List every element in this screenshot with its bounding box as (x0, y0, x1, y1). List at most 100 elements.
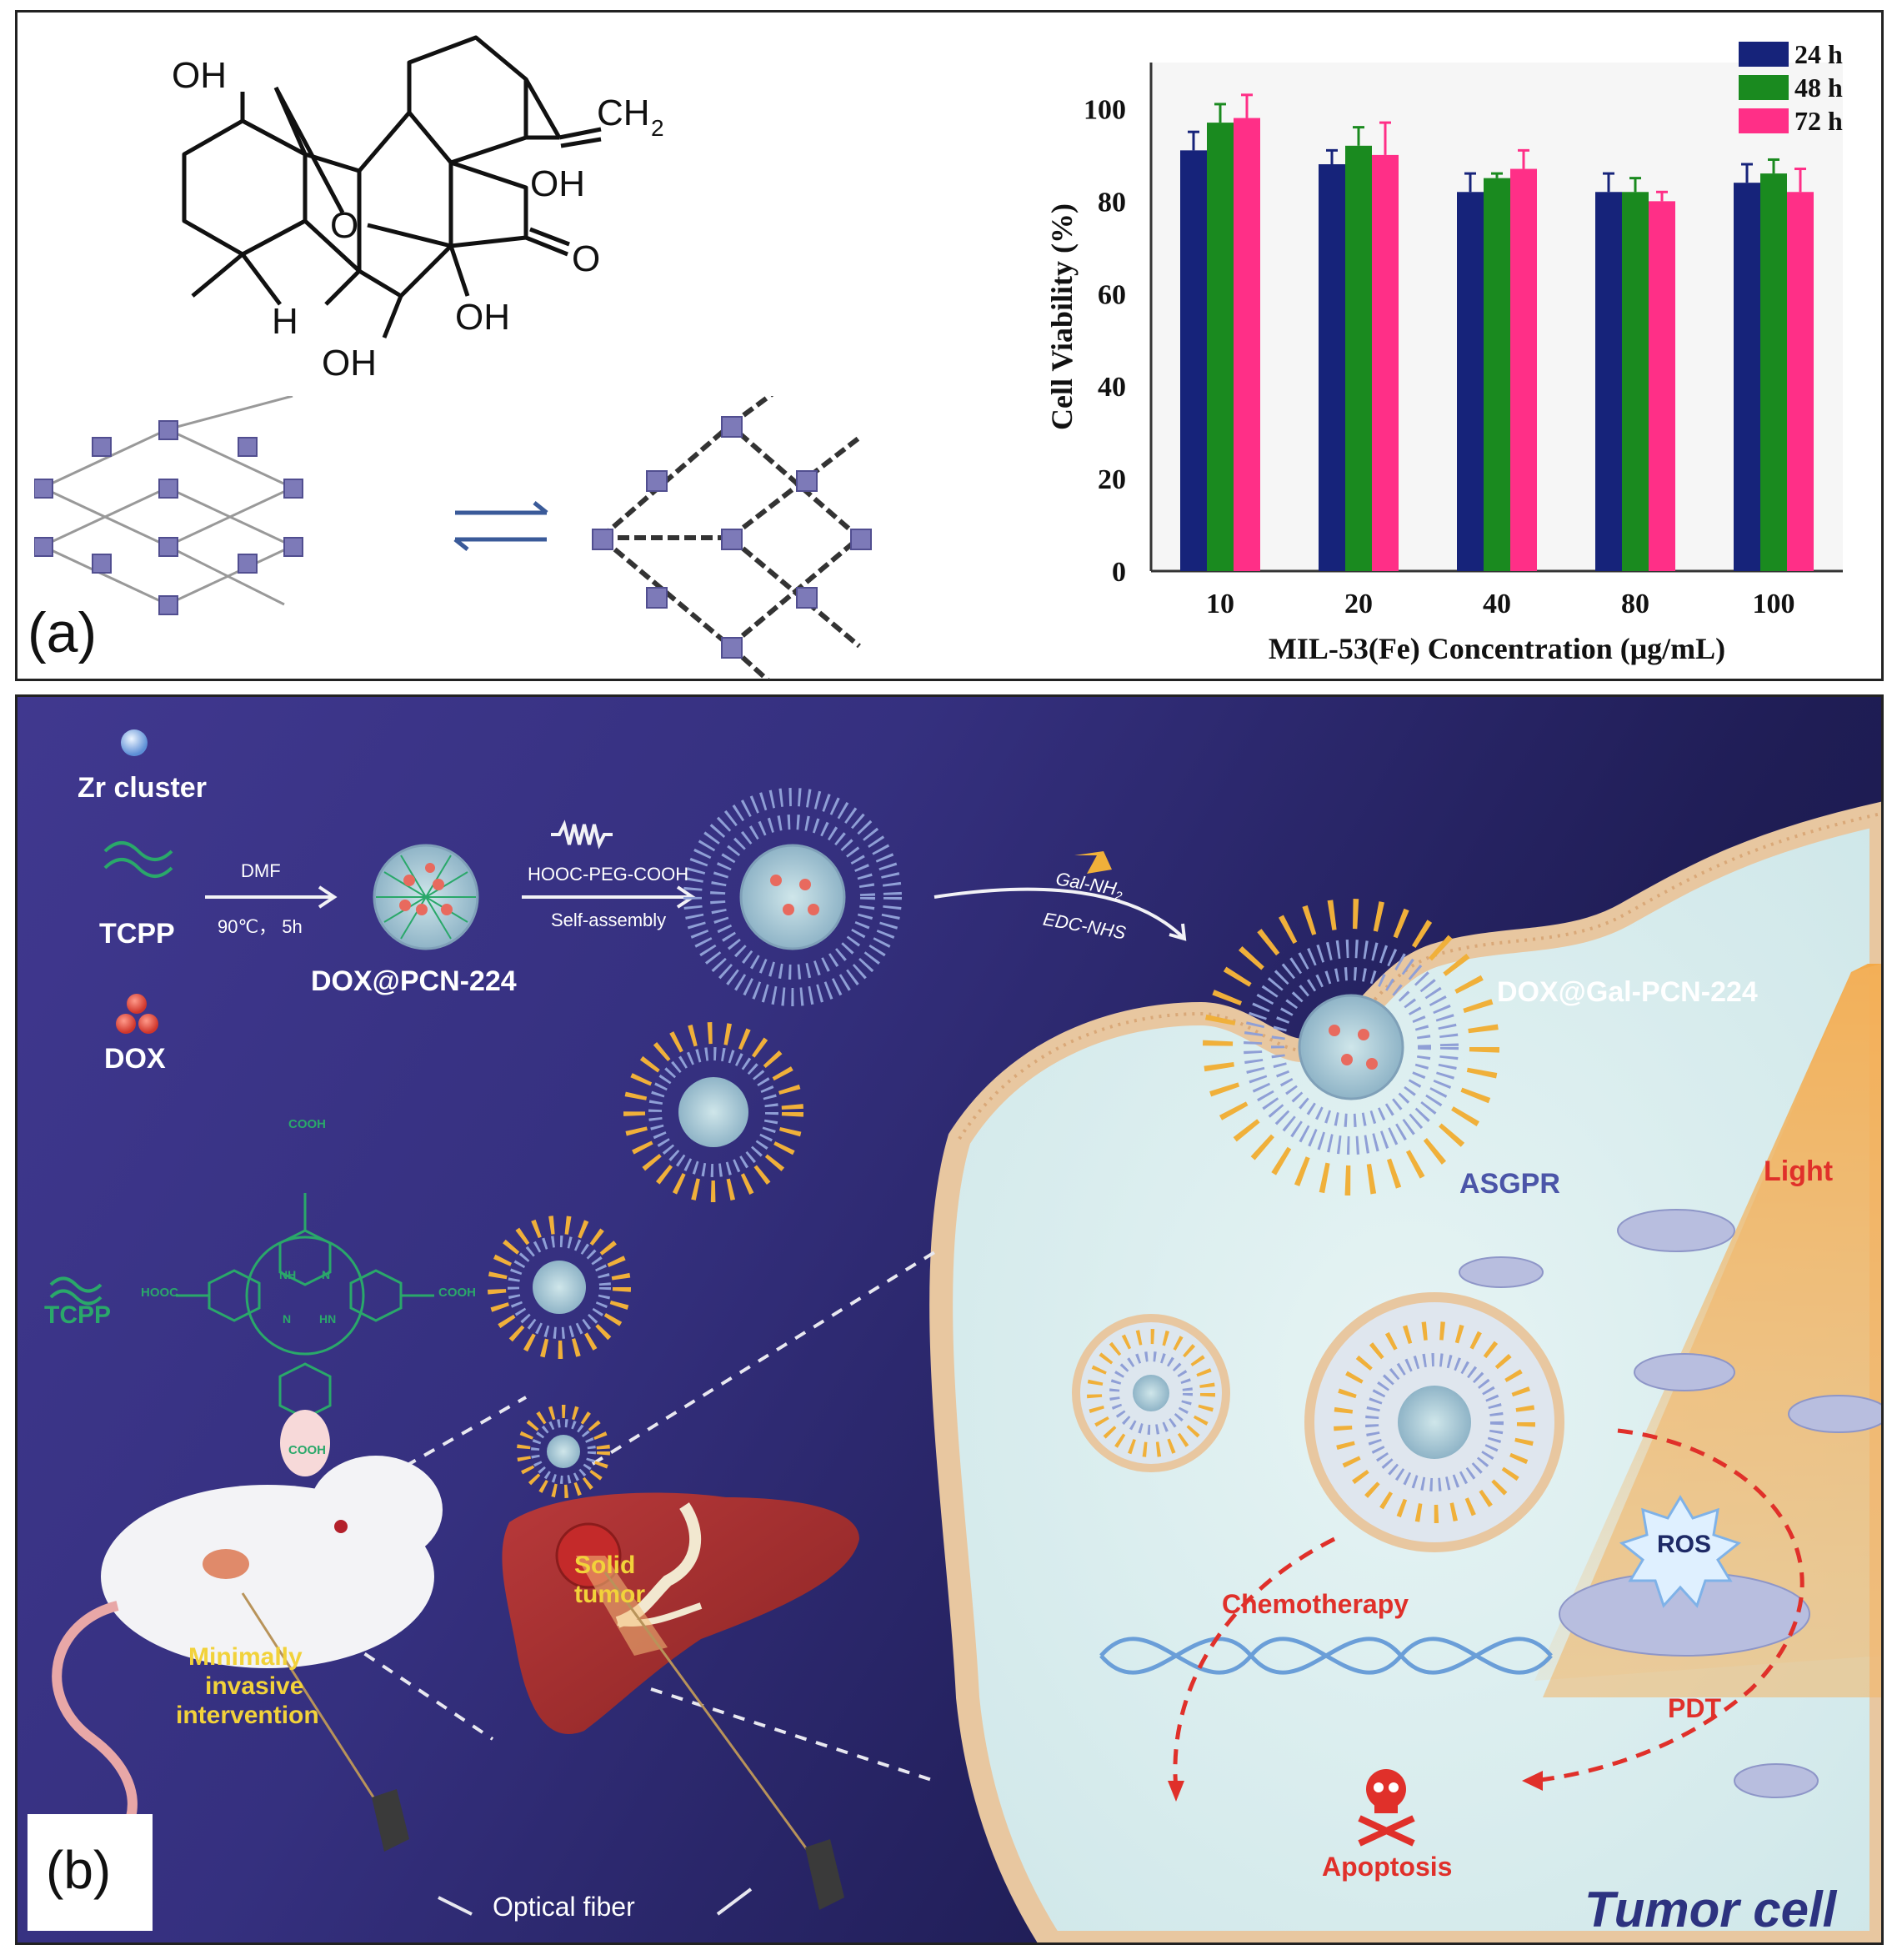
tcpp-label-1: TCPP (99, 918, 175, 950)
equilibrium-arrows (453, 501, 548, 551)
ch2-label: CH (597, 93, 650, 133)
n-label-2: N (283, 1312, 292, 1326)
solid-tumor-label-1: Solid (574, 1551, 636, 1579)
panel-b-illustration (49, 729, 1881, 1942)
x-tick-label: 10 (1206, 589, 1234, 619)
cooh-bottom-label: COOH (288, 1443, 326, 1457)
gal-ligand-icon (1064, 851, 1112, 874)
bar (1345, 145, 1372, 571)
min-invasive-label-3: intervention (176, 1702, 319, 1729)
o-ring-label: O (330, 205, 358, 246)
dox-pcn224-label: DOX@PCN-224 (311, 965, 517, 997)
asgpr-label: ASGPR (1459, 1168, 1560, 1200)
oh-label-top-left: OH (172, 55, 227, 96)
n-label-1: N (322, 1268, 331, 1281)
dox-gal-pcn224-particle (1203, 899, 1499, 1196)
gal-particle-small-1 (623, 1022, 803, 1202)
skull-icon (1358, 1769, 1415, 1847)
bar (1595, 192, 1622, 572)
legend-label: 48 h (1794, 73, 1843, 103)
dox-label: DOX (104, 1043, 166, 1075)
y-tick-label: 100 (1084, 94, 1126, 125)
hn-label: HN (319, 1312, 337, 1326)
optical-fiber-1 (241, 1592, 409, 1852)
legend-label: 24 h (1794, 39, 1843, 69)
bar (1319, 164, 1345, 571)
oh-label-bottom: OH (322, 343, 377, 383)
endosome-particle (1072, 1314, 1230, 1472)
gal-particle-small-3 (517, 1405, 610, 1498)
bar (1622, 192, 1649, 572)
legend-swatch (1739, 75, 1789, 100)
tcpp-label-2: TCPP (44, 1301, 112, 1329)
panel-b-label-box (28, 1814, 153, 1931)
self-assembly-label: Self-assembly (551, 910, 667, 930)
light-label: Light (1764, 1155, 1834, 1187)
dox-gal-pcn224-label: DOX@Gal-PCN-224 (1497, 976, 1758, 1008)
cooh-right-label: COOH (438, 1286, 476, 1300)
x-tick-label: 20 (1344, 589, 1373, 619)
conditions-label: 90℃， 5h (218, 916, 303, 937)
cooh-top-label: COOH (288, 1117, 326, 1131)
legend-swatch (1739, 42, 1789, 67)
bar (1207, 123, 1234, 571)
oh-label-bottom-right: OH (455, 297, 510, 338)
dna-helix (1099, 1637, 1553, 1675)
bar (1760, 173, 1787, 571)
panel-b: Zr cluster TCPP DOX DMF 90℃， 5h DOX@PCN-… (15, 694, 1884, 1945)
panel-a: OH CH 2 OH O O H OH OH (15, 10, 1884, 681)
o-ketone-label: O (572, 238, 600, 279)
bar (1734, 183, 1760, 571)
liver-illustration (502, 1492, 859, 1734)
y-tick-label: 80 (1098, 187, 1126, 218)
apoptosis-label: Apoptosis (1322, 1852, 1453, 1882)
hooc-left-label: HOOC (141, 1286, 178, 1300)
peg-coated-particle (683, 788, 902, 1006)
tcpp-wave-icon (103, 841, 173, 861)
y-tick-label: 20 (1098, 464, 1126, 495)
oh-label-right: OH (530, 163, 585, 204)
y-axis-label: Cell Viability (%) (1045, 203, 1079, 430)
legend-swatch (1739, 108, 1789, 133)
h-label: H (272, 301, 298, 342)
mof-open-pore (592, 396, 872, 679)
mof-narrow-pore (34, 396, 303, 615)
panel-a-label: (a) (28, 601, 98, 664)
optical-fiber-2 (603, 1572, 844, 1910)
x-tick-label: 100 (1753, 589, 1795, 619)
x-tick-label: 40 (1483, 589, 1511, 619)
lysosome-release (1304, 1292, 1564, 1552)
dox-pcn224-particle (373, 844, 479, 950)
ch2-subscript: 2 (651, 115, 664, 141)
nh-label: NH (279, 1268, 297, 1281)
dmf-label: DMF (241, 860, 281, 881)
bar (1372, 154, 1399, 571)
peg-label: HOOC-PEG-COOH (528, 864, 689, 885)
zr-cluster-label: Zr cluster (78, 772, 207, 804)
mil53-breathing-diagram (34, 396, 872, 679)
bar (1787, 192, 1814, 572)
chemotherapy-label: Chemotherapy (1222, 1589, 1409, 1619)
ros-burst-icon (1619, 1495, 1742, 1608)
bar (1649, 201, 1675, 571)
y-tick-label: 40 (1098, 372, 1126, 403)
zr-cluster-icon (121, 729, 148, 756)
optical-fiber-label: Optical fiber (493, 1892, 635, 1922)
y-tick-label: 0 (1112, 557, 1126, 588)
y-tick-label: 60 (1098, 279, 1126, 310)
tumor-cell-label: Tumor cell (1584, 1882, 1837, 1937)
bar (1510, 168, 1537, 571)
legend-label: 72 h (1794, 106, 1843, 136)
min-invasive-label-1: Minimally (188, 1643, 303, 1671)
ros-label: ROS (1657, 1531, 1712, 1558)
min-invasive-label-2: invasive (205, 1672, 304, 1700)
oridonin-structure: OH CH 2 OH O O H OH OH (172, 35, 664, 383)
bar (1484, 178, 1510, 572)
bar (1180, 150, 1207, 571)
panel-b-label: (b) (46, 1840, 112, 1900)
bar (1234, 118, 1260, 571)
gal-particle-small-2 (488, 1216, 631, 1359)
x-axis-label: MIL-53(Fe) Concentration (μg/mL) (1269, 632, 1725, 665)
mouse-illustration (52, 1410, 443, 1833)
